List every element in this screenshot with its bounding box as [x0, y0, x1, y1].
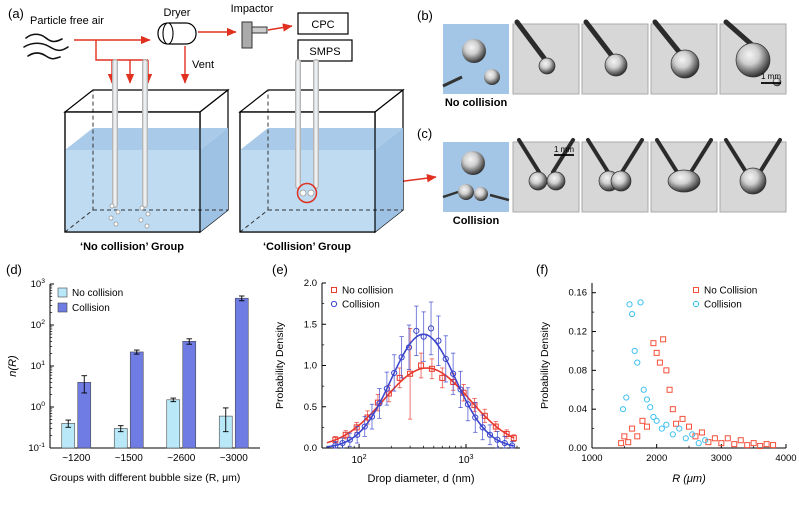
panel-label-b: (b) — [417, 8, 433, 23]
svg-text:1.5: 1.5 — [304, 319, 317, 330]
wind-icon — [23, 33, 69, 60]
series-no-collision — [61, 397, 233, 449]
svg-text:3000: 3000 — [711, 453, 732, 464]
svg-text:0.12: 0.12 — [569, 327, 588, 338]
svg-text:0.0: 0.0 — [304, 443, 317, 454]
x-axis-title: Drop diameter, d (nm) — [368, 473, 475, 485]
photo-c-overview — [442, 142, 510, 212]
panel-label-a: (a) — [8, 6, 24, 21]
series-collision — [619, 299, 709, 447]
legend-label: No collision — [72, 288, 123, 299]
svg-text:SMPS: SMPS — [309, 46, 340, 58]
photo-b-overview — [442, 24, 509, 94]
x-axis-title: R (μm) — [672, 473, 706, 485]
tank-no-collision: ‘No collision’ Group — [63, 59, 230, 253]
svg-text:CPC: CPC — [311, 19, 334, 31]
svg-text:0.08: 0.08 — [569, 365, 588, 376]
no-collision-photo-label: No collision — [444, 97, 508, 109]
series-no-collision — [326, 327, 517, 444]
bar — [182, 341, 197, 449]
series-collision — [326, 301, 516, 449]
svg-text:0.00: 0.00 — [569, 443, 588, 454]
y-axis-title: Probability Density — [539, 321, 551, 409]
panel-label-f: (f) — [536, 262, 549, 277]
category-label: ~2600 — [167, 453, 196, 464]
panel-label-c: (c) — [417, 126, 433, 141]
bubbles — [108, 203, 151, 229]
x-axis-title: Groups with different bubble size (R, μm… — [50, 472, 241, 484]
bar — [166, 399, 181, 449]
legend-label: Collision — [342, 300, 380, 311]
scatter-chart-drop-diameter: 0.0 0.5 1.0 1.5 2.0 102 103 No collisionCollisi… — [274, 278, 520, 485]
axes: 0.00 0.04 0.08 0.12 0.16 1000 2000 3000 4000 — [569, 283, 797, 464]
legend-label: Collision — [704, 300, 742, 311]
svg-text:0.04: 0.04 — [569, 404, 588, 415]
category-label: ~3000 — [220, 453, 249, 464]
cpc-box: CPC — [297, 12, 349, 35]
series-no-collision — [618, 336, 777, 450]
svg-text:102: 102 — [31, 319, 46, 331]
photo-b-frame-1 — [512, 19, 580, 95]
series-collision — [77, 295, 249, 449]
legend-label: Collision — [72, 303, 110, 314]
svg-text:101: 101 — [31, 360, 46, 372]
y-axis-title: n(R) — [7, 355, 19, 377]
collision-photo-label: Collision — [452, 215, 500, 227]
svg-text:0.16: 0.16 — [569, 288, 588, 299]
photo-b-frame-2 — [581, 19, 649, 95]
svg-text:100: 100 — [31, 401, 46, 413]
bar-chart-bubble-groups: 10-1 100 101 102 103 ~1200 ~1500 ~2600 ~3000 No c… — [7, 278, 260, 484]
impactor-icon: Impactor — [231, 3, 274, 49]
experimental-setup-diagram: Particle free air Vent Dryer — [23, 3, 437, 253]
photo-b-frame-3 — [650, 19, 718, 95]
dryer: Dryer — [157, 7, 197, 45]
photo-c-frame-4 — [719, 138, 787, 213]
dryer-label: Dryer — [164, 7, 191, 19]
panel-label-e: (e) — [272, 262, 288, 277]
fit-curve — [326, 333, 514, 448]
svg-text:10-1: 10-1 — [28, 442, 45, 454]
bar — [234, 297, 249, 449]
vent-label: Vent — [192, 59, 214, 71]
svg-text:2.0: 2.0 — [304, 278, 317, 289]
photo-c-frame-3 — [650, 138, 718, 213]
svg-text:4000: 4000 — [775, 453, 796, 464]
tank-collision: ‘Collision’ Group — [238, 59, 405, 253]
scale-bar-label-b: 1 mm — [761, 72, 781, 81]
svg-text:103: 103 — [458, 452, 473, 466]
collision-group-label: ‘Collision’ Group — [263, 241, 351, 253]
no-collision-group-label: ‘No collision’ Group — [80, 241, 184, 253]
y-axis-title: Probability Density — [274, 321, 286, 409]
bar — [129, 351, 144, 449]
collision-highlight-circle — [296, 182, 318, 204]
legend-label: No Collision — [704, 286, 757, 297]
svg-text:103: 103 — [31, 278, 46, 290]
category-label: ~1200 — [62, 453, 91, 464]
svg-text:1.0: 1.0 — [304, 361, 317, 372]
scale-bar-label-c: 1 mm — [554, 145, 574, 154]
impactor-label: Impactor — [231, 3, 274, 15]
photo-c-frame-1: 1 mm — [512, 138, 580, 213]
panel-label-d: (d) — [6, 262, 22, 277]
smps-box: SMPS — [297, 39, 353, 62]
scatter-chart-bubble-radius: 0.00 0.04 0.08 0.12 0.16 1000 2000 3000 4000 No C… — [539, 283, 797, 485]
photo-c-frame-2 — [581, 138, 649, 213]
svg-text:102: 102 — [352, 452, 367, 466]
particle-free-air-label: Particle free air — [30, 15, 104, 27]
legend-label: No collision — [342, 286, 393, 297]
photo-b-frame-4: 1 mm — [719, 19, 787, 95]
svg-text:1000: 1000 — [581, 453, 602, 464]
svg-text:2000: 2000 — [646, 453, 667, 464]
svg-text:0.5: 0.5 — [304, 402, 317, 413]
category-label: ~1500 — [115, 453, 144, 464]
